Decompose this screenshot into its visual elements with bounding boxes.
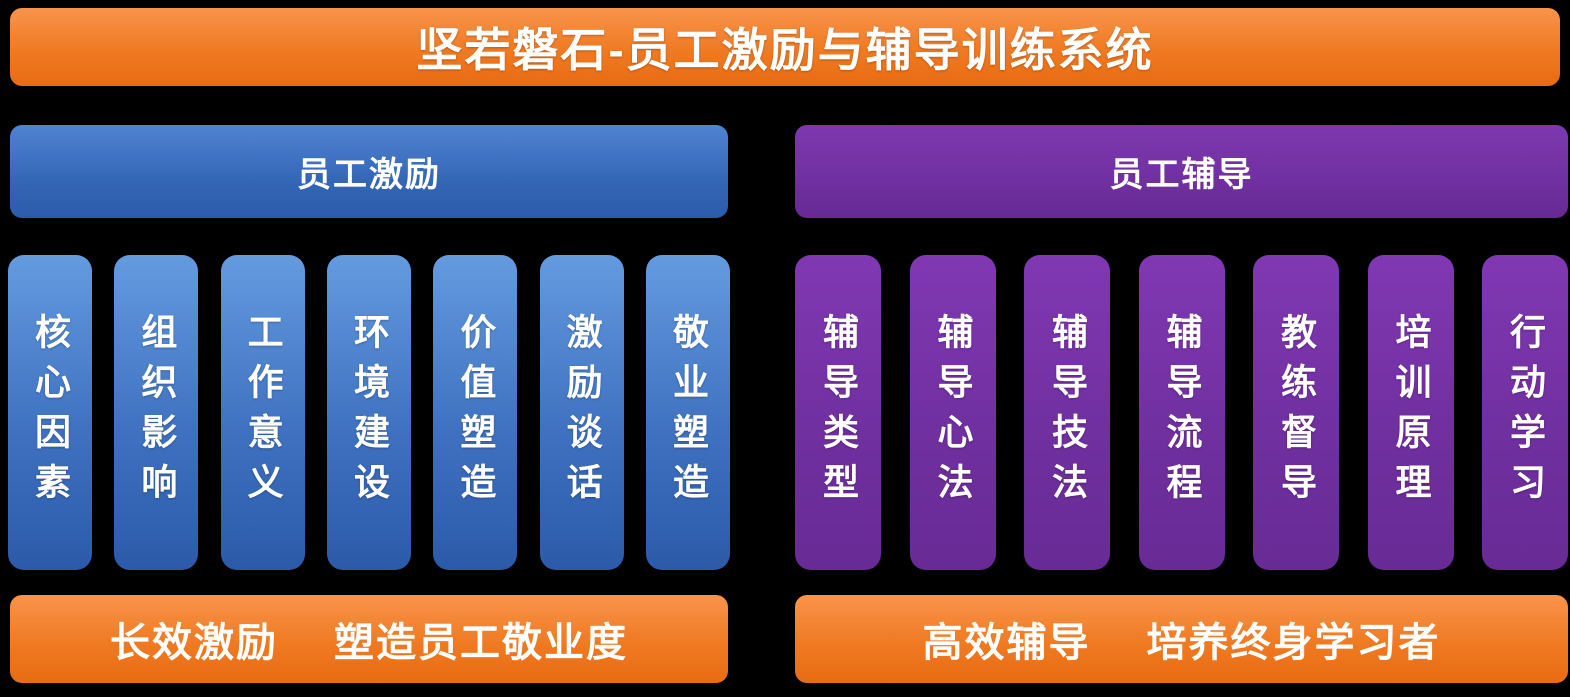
motivation-column-6-label: 激励谈话 — [561, 312, 603, 513]
motivation-column-3: 工作意义 — [220, 255, 305, 570]
coaching-columns: 辅导类型 辅导心法 辅导技法 辅导流程 教练督导 培训原理 行动学习 — [795, 255, 1568, 570]
page-title: 坚若磐石-员工激励与辅导训练系统 — [416, 24, 1154, 76]
motivation-column-2: 组织影响 — [114, 255, 199, 570]
motivation-column-4: 环境建设 — [326, 255, 411, 570]
coaching-column-3: 辅导技法 — [1024, 255, 1110, 570]
coaching-footer-part1: 高效辅导 — [922, 621, 1091, 665]
section-header-motivation-label: 员工激励 — [297, 156, 441, 194]
motivation-footer-part1: 长效激励 — [110, 621, 278, 665]
motivation-column-1-label: 核心因素 — [30, 312, 71, 513]
motivation-column-1: 核心因素 — [8, 255, 92, 570]
coaching-column-1: 辅导类型 — [795, 255, 881, 570]
coaching-column-3-label: 辅导技法 — [1047, 312, 1088, 513]
coaching-footer-part2: 培养终身学习者 — [1146, 621, 1441, 665]
coaching-column-7-label: 行动学习 — [1505, 312, 1546, 513]
motivation-column-7-label: 敬业塑造 — [667, 312, 709, 513]
coaching-column-5-label: 教练督导 — [1276, 312, 1317, 513]
coaching-column-2: 辅导心法 — [909, 255, 996, 570]
section-header-coaching-label: 员工辅导 — [1109, 156, 1254, 194]
coaching-column-1-label: 辅导类型 — [818, 312, 859, 513]
motivation-footer-part2: 塑造员工敬业度 — [334, 621, 628, 665]
motivation-columns: 核心因素 组织影响 工作意义 环境建设 价值塑造 激励谈话 敬业塑造 — [8, 255, 730, 570]
coaching-column-5: 教练督导 — [1253, 255, 1339, 570]
motivation-column-5: 价值塑造 — [433, 255, 518, 570]
section-header-motivation: 员工激励 — [10, 125, 728, 218]
coaching-column-4-label: 辅导流程 — [1161, 312, 1203, 513]
motivation-column-5-label: 价值塑造 — [455, 312, 497, 513]
motivation-column-4-label: 环境建设 — [348, 312, 390, 513]
coaching-column-6-label: 培训原理 — [1390, 312, 1432, 513]
coaching-column-7: 行动学习 — [1482, 255, 1568, 570]
motivation-footer: 长效激励 塑造员工敬业度 — [10, 595, 728, 683]
title-banner: 坚若磐石-员工激励与辅导训练系统 — [10, 8, 1560, 86]
coaching-column-2-label: 辅导心法 — [932, 312, 974, 513]
motivation-column-7: 敬业塑造 — [645, 255, 730, 570]
coaching-column-6: 培训原理 — [1367, 255, 1454, 570]
coaching-footer: 高效辅导 培养终身学习者 — [795, 595, 1568, 683]
section-header-coaching: 员工辅导 — [795, 125, 1568, 218]
motivation-column-2-label: 组织影响 — [136, 312, 178, 513]
motivation-column-6: 激励谈话 — [539, 255, 624, 570]
coaching-column-4: 辅导流程 — [1138, 255, 1225, 570]
motivation-column-3-label: 工作意义 — [242, 312, 284, 513]
